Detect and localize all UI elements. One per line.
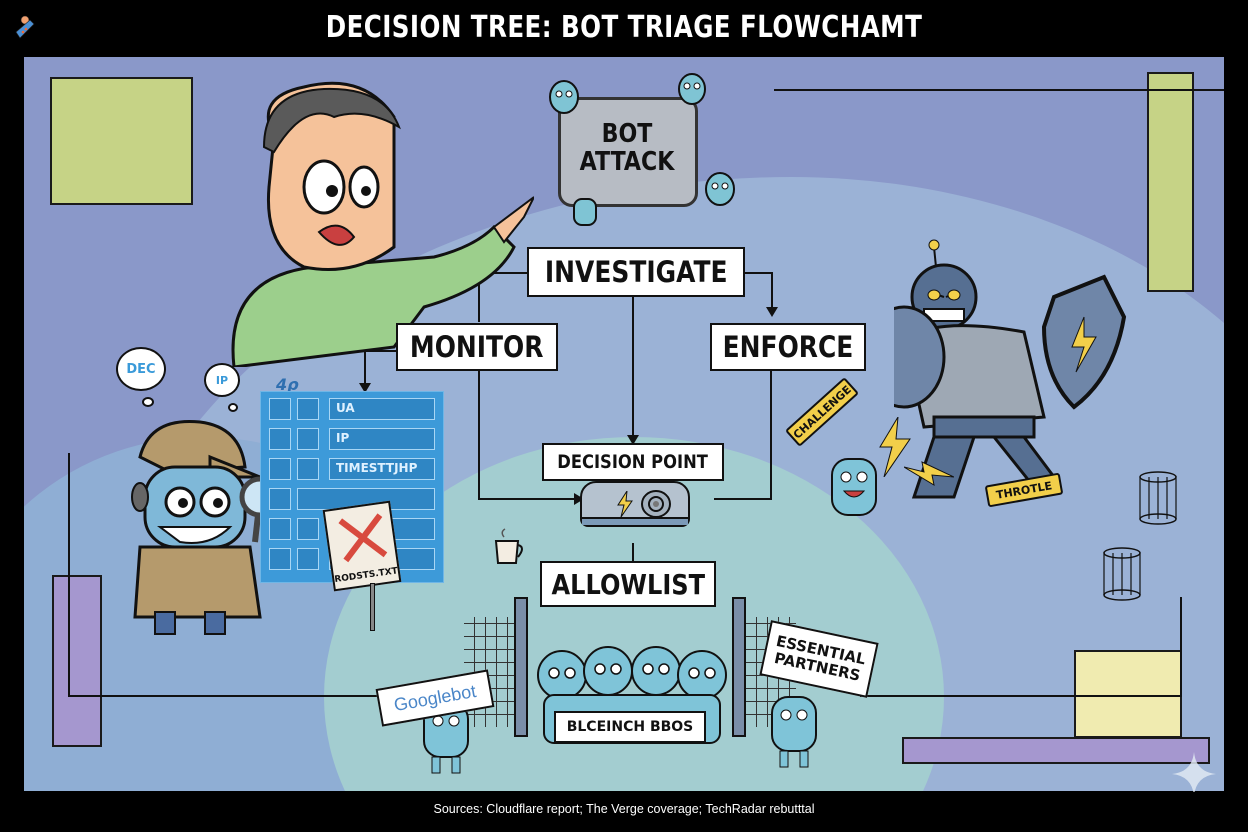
sign-bleeding-bros: BLCEINCH BBOS bbox=[554, 711, 706, 743]
log-field-ip: IP bbox=[329, 428, 435, 450]
node-allowlist[interactable]: ALLOWLIST bbox=[540, 561, 716, 607]
arrow-down-icon bbox=[766, 307, 778, 317]
grid-icon bbox=[297, 398, 319, 420]
monitor-log-panel: UA IP TIMESTTJHP bbox=[260, 391, 444, 583]
device-base bbox=[582, 517, 688, 525]
arrow-down-icon bbox=[627, 435, 639, 445]
detective-bot-illustration bbox=[131, 419, 281, 635]
lightning-icon bbox=[617, 491, 633, 517]
connector-investigate-enforce bbox=[738, 272, 773, 274]
camera-lens-icon bbox=[641, 490, 671, 518]
page-title: DECISION TREE: BOT TRIAGE FLOWCHAMT bbox=[325, 10, 923, 45]
decision-device bbox=[580, 481, 690, 527]
node-monitor[interactable]: MONITOR bbox=[396, 323, 558, 371]
small-bot-icon bbox=[678, 73, 706, 105]
decor-line bbox=[68, 695, 438, 697]
blank-icon bbox=[297, 518, 319, 540]
title-bar: DECISION TREE: BOT TRIAGE FLOWCHAMT bbox=[0, 0, 1248, 56]
chart-icon bbox=[297, 458, 319, 480]
thought-bubble-dec: DEC bbox=[116, 347, 166, 391]
connector-enforce-decision bbox=[770, 369, 772, 500]
arrow-right-icon bbox=[574, 493, 584, 505]
connector-monitor-decision bbox=[478, 498, 578, 500]
purple-block-bottom bbox=[902, 737, 1210, 764]
node-investigate[interactable]: INVESTIGATE bbox=[527, 247, 745, 297]
gate-post-right bbox=[732, 597, 746, 737]
network-icon bbox=[269, 548, 291, 570]
footer: Sources: Cloudflare report; The Verge co… bbox=[0, 792, 1248, 832]
connector-monitor-panel bbox=[364, 350, 366, 386]
connector-enforce-decision bbox=[714, 498, 772, 500]
robots-txt-sign: RODSTS.TXT bbox=[322, 500, 402, 592]
connector-investigate-enforce bbox=[771, 272, 773, 310]
challenged-bot bbox=[831, 458, 877, 516]
green-block-top-left bbox=[50, 77, 193, 205]
small-bot-icon bbox=[573, 198, 597, 226]
scribble-text: 4ρ bbox=[276, 375, 299, 394]
decor-line bbox=[774, 89, 1224, 91]
sparkle-icon bbox=[1172, 752, 1216, 796]
ufo-icon bbox=[15, 15, 35, 39]
connector-investigate-monitor bbox=[478, 272, 480, 322]
search-icon bbox=[269, 428, 291, 450]
refresh-icon bbox=[269, 458, 291, 480]
decor-line bbox=[68, 453, 70, 697]
decor-line bbox=[860, 695, 1182, 697]
green-block-top-right bbox=[1147, 72, 1194, 292]
bot-attack-screen: BOT ATTACK bbox=[558, 97, 698, 207]
small-bot-icon bbox=[549, 80, 579, 114]
connector-investigate-decision bbox=[632, 293, 634, 439]
diagram-canvas: BOT ATTACK DEC IP 4ρ bbox=[24, 57, 1224, 791]
connector-monitor-panel bbox=[364, 350, 400, 352]
log-field-ua: UA bbox=[329, 398, 435, 420]
coffee-mug-icon bbox=[494, 528, 523, 564]
cage-icon bbox=[1139, 471, 1177, 525]
robots-txt-label: RODSTS.TXT bbox=[333, 566, 399, 586]
fingerprint-icon bbox=[269, 398, 291, 420]
thought-dot bbox=[228, 403, 238, 412]
sign-post bbox=[370, 583, 375, 631]
lightning-icon bbox=[879, 417, 911, 477]
connector-decision-allowlist bbox=[632, 543, 634, 563]
purple-block-left bbox=[52, 575, 102, 747]
decor-line bbox=[1180, 597, 1182, 697]
document-icon bbox=[297, 428, 319, 450]
lock-icon bbox=[269, 488, 291, 510]
arrow-down-icon bbox=[359, 383, 371, 393]
log-row: UA bbox=[269, 398, 437, 422]
lightning-icon bbox=[904, 461, 954, 487]
panicked-person-illustration bbox=[231, 81, 534, 367]
connector-monitor-decision bbox=[478, 369, 480, 499]
yellow-block-right bbox=[1074, 650, 1182, 738]
bot-attack-label: BOT ATTACK bbox=[579, 119, 675, 177]
partner-robot bbox=[771, 696, 817, 768]
gate-post-left bbox=[514, 597, 528, 737]
log-row: IP bbox=[269, 428, 437, 452]
node-enforce[interactable]: ENFORCE bbox=[710, 323, 866, 371]
cage-icon bbox=[1103, 547, 1141, 601]
sources-caption: Sources: Cloudflare report; The Verge co… bbox=[433, 802, 815, 816]
user-icon bbox=[269, 518, 291, 540]
thought-dot bbox=[142, 397, 154, 407]
connector-investigate-monitor bbox=[478, 272, 528, 274]
thought-bubble-ip: IP bbox=[204, 363, 240, 397]
cross-icon bbox=[338, 513, 388, 563]
enforcer-robot-illustration bbox=[894, 239, 1127, 499]
small-bot-icon bbox=[705, 172, 735, 206]
node-decision-point[interactable]: DECISION POINT bbox=[542, 443, 724, 481]
file-icon bbox=[297, 548, 319, 570]
log-row: TIMESTTJHP bbox=[269, 458, 437, 482]
log-field-timestamp: TIMESTTJHP bbox=[329, 458, 435, 480]
